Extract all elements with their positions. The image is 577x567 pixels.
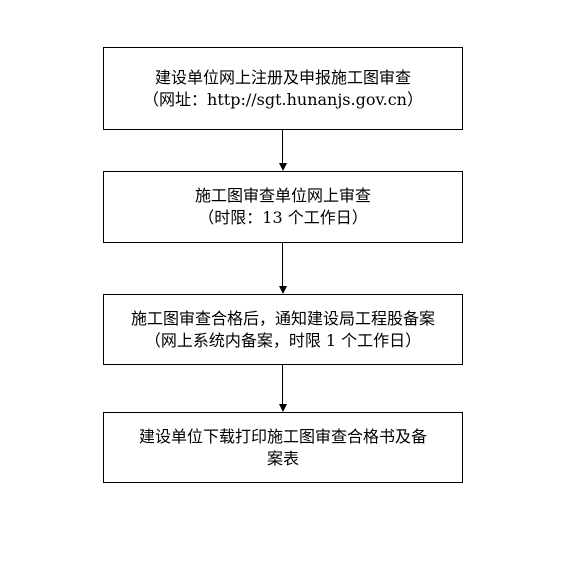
step-4-download-print: 建设单位下载打印施工图审查合格书及备 案表 bbox=[103, 412, 463, 483]
arrow-1-2 bbox=[282, 130, 283, 163]
step-2-time-limit: （时限：13 个工作日） bbox=[198, 208, 368, 227]
step-4-title-cont: 案表 bbox=[266, 448, 299, 468]
step-3-filing-notice: 施工图审查合格后，通知建设局工程股备案 （网上系统内备案，时限 1 个工作日） bbox=[103, 294, 463, 365]
step-1-register-submit: 建设单位网上注册及申报施工图审查 （网址：http://sgt.hunanjs.… bbox=[103, 47, 463, 130]
arrow-head-1-2 bbox=[279, 163, 287, 171]
arrow-3-4 bbox=[282, 365, 283, 404]
step-2-title: 施工图审查单位网上审查 bbox=[194, 186, 371, 205]
step-2-online-review: 施工图审查单位网上审查 （时限：13 个工作日） bbox=[103, 171, 463, 243]
step-1-title: 建设单位网上注册及申报施工图审查 bbox=[154, 67, 411, 87]
arrow-head-3-4 bbox=[279, 404, 287, 412]
arrow-head-2-3 bbox=[279, 286, 287, 294]
step-1-url: （网址：http://sgt.hunanjs.gov.cn） bbox=[143, 89, 423, 109]
step-3-time-limit: （网上系统内备案，时限 1 个工作日） bbox=[144, 330, 422, 350]
step-3-title: 施工图审查合格后，通知建设局工程股备案 bbox=[130, 308, 435, 328]
step-4-title: 建设单位下载打印施工图审查合格书及备 bbox=[138, 426, 427, 446]
arrow-2-3 bbox=[282, 243, 283, 286]
